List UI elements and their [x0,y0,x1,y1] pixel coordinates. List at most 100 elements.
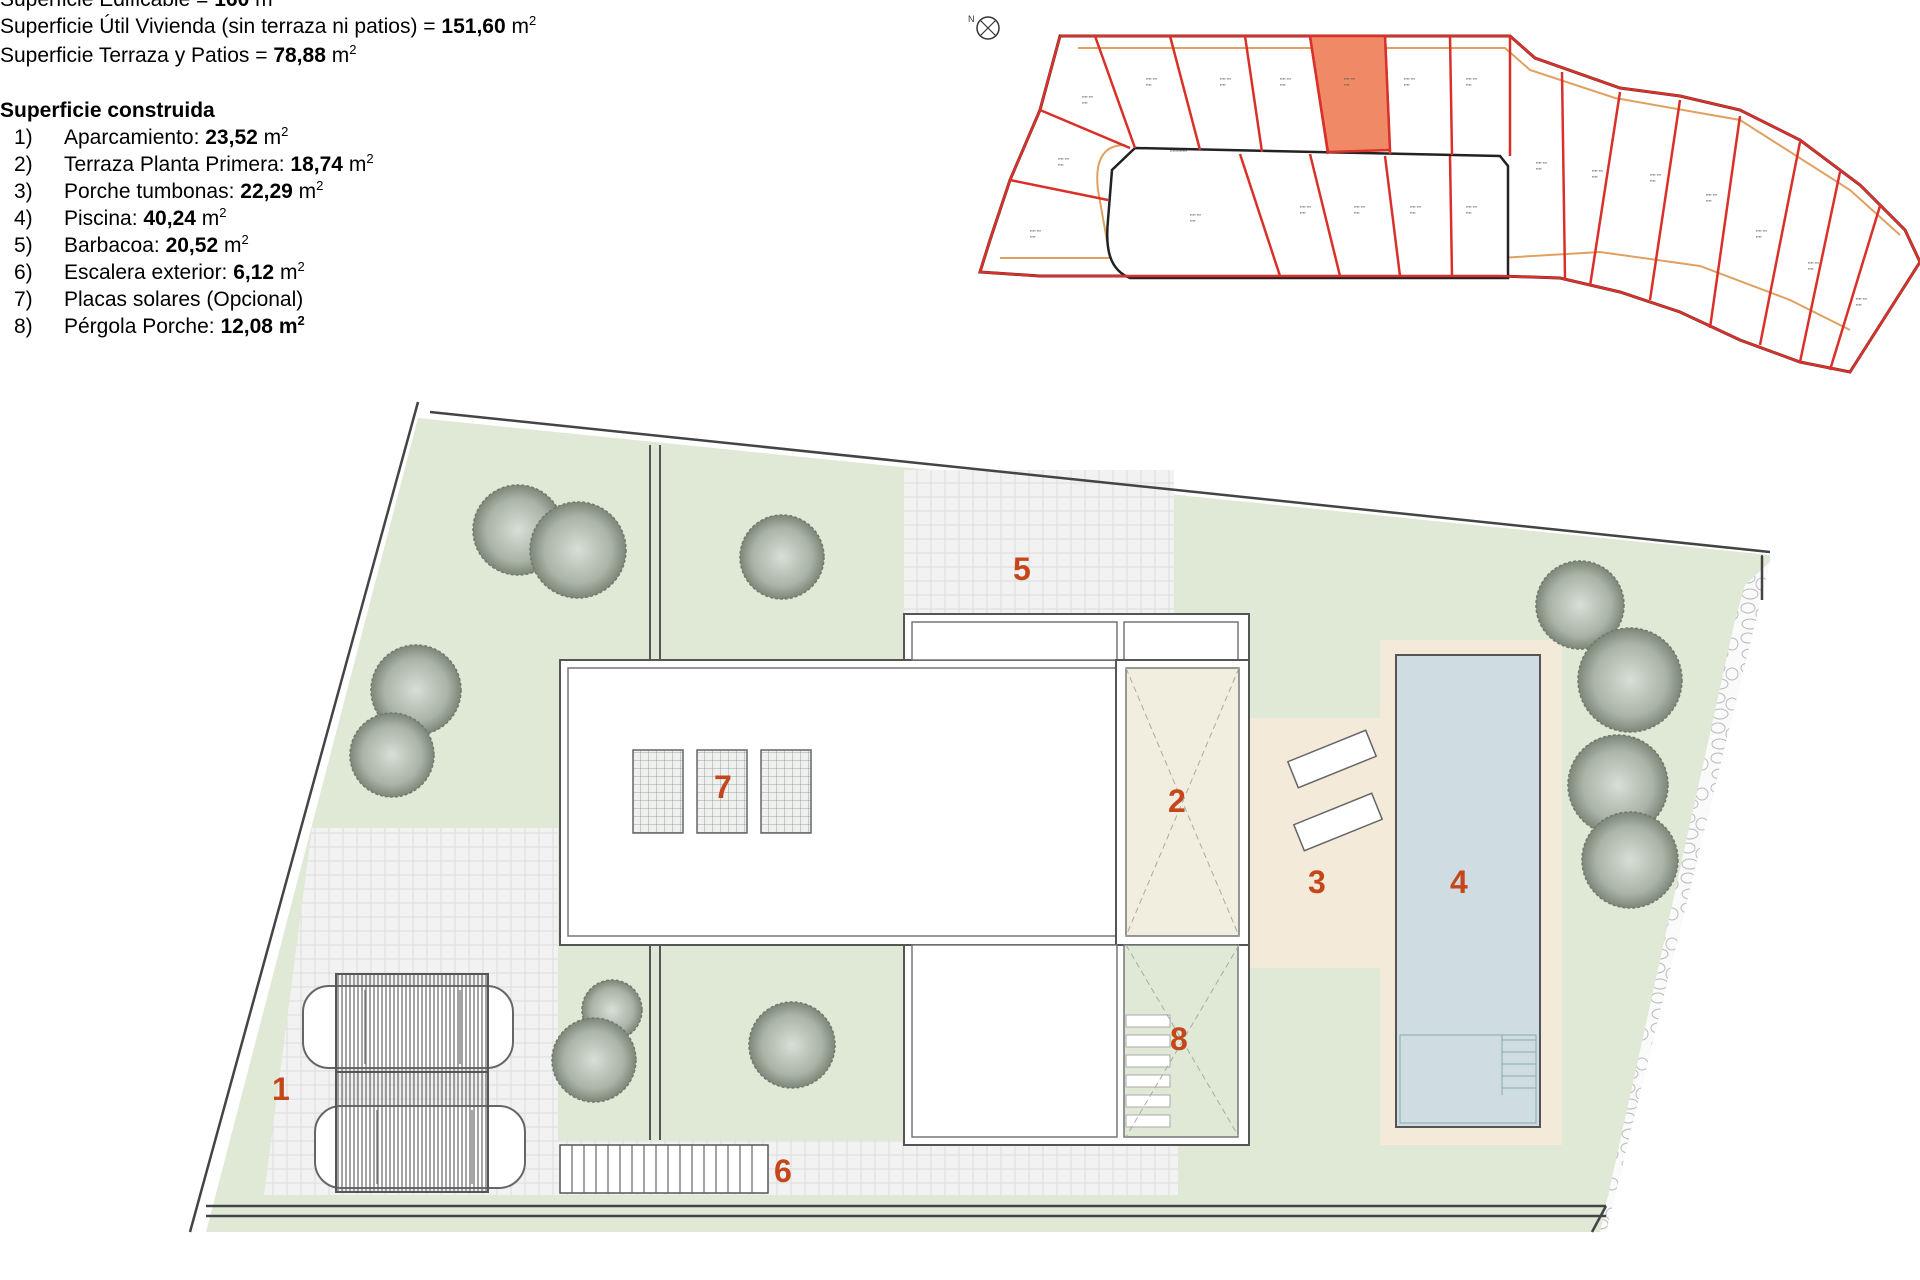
svg-text:▪▪▪▪: ▪▪▪▪ [1190,218,1196,223]
zone-tag-pool: 4 [1450,864,1468,900]
item-unit: m [342,153,367,176]
zone-tag-stair: 6 [774,1153,792,1189]
value: 160 [214,0,249,11]
swimming-pool [1395,654,1541,1128]
lot-labels: ▪▪▪▪ ▪▪▪▪▪▪▪ ▪▪▪▪ ▪▪▪▪▪▪▪ ▪▪▪▪ ▪▪▪▪▪▪▪ ▪… [1030,76,1868,307]
svg-text:▪▪▪▪: ▪▪▪▪ [1344,82,1350,87]
road-line [1078,47,1901,236]
item-num: 1) [14,126,33,149]
svg-text:▪▪▪▪ ▪▪▪: ▪▪▪▪ ▪▪▪ [1650,172,1662,177]
superficie-terraza: Superficie Terraza y Patios = 78,88 m2 [0,43,356,68]
svg-text:▪▪▪▪: ▪▪▪▪ [1300,210,1306,215]
construida-item: 1)Aparcamiento: 23,52 m2 [14,125,288,150]
svg-text:▪▪▪▪: ▪▪▪▪ [1650,178,1656,183]
svg-text:▪▪▪▪ ▪▪▪: ▪▪▪▪ ▪▪▪ [1466,204,1478,209]
item-value: 20,52 [165,234,219,257]
construida-item: 8)Pérgola Porche: 12,08 m2 [14,313,305,339]
tree-icon [1567,734,1669,836]
svg-text:▪▪▪▪: ▪▪▪▪ [1146,82,1152,87]
svg-text:▪▪▪▪ ▪▪▪: ▪▪▪▪ ▪▪▪ [1404,76,1416,81]
svg-text:▪▪▪▪ ▪▪▪: ▪▪▪▪ ▪▪▪ [1058,156,1070,161]
svg-text:▪▪▪▪ ▪▪▪: ▪▪▪▪ ▪▪▪ [1756,228,1768,233]
item-label: Piscina: [64,207,144,230]
label: Superficie Edificable = [0,0,214,11]
sup: 2 [297,313,305,328]
item-unit: m [274,261,298,284]
solar-panel [760,749,812,834]
north-arrow-icon: N [968,14,1000,40]
svg-text:▪▪▪▪ ▪▪▪: ▪▪▪▪ ▪▪▪ [1354,204,1366,209]
item-num: 4) [14,207,33,230]
sup: 2 [366,151,374,166]
superficie-util: Superficie Útil Vivienda (sin terraza ni… [0,14,536,39]
value: 78,88 [273,44,326,67]
svg-text:▪▪▪▪: ▪▪▪▪ [1354,210,1360,215]
svg-text:▪▪▪▪ ▪▪▪: ▪▪▪▪ ▪▪▪ [1410,204,1422,209]
exterior-stair [559,1144,769,1194]
item-label: Placas solares (Opcional) [64,288,304,311]
sun-lounger-icon [1286,729,1378,789]
highlighted-lot [1308,34,1392,154]
svg-text:▪▪▪▪ ▪▪▪: ▪▪▪▪ ▪▪▪ [1280,76,1292,81]
unit: m [325,44,350,67]
barbecue-paving [904,470,1174,620]
sup: 2 [219,205,227,220]
svg-text:▪▪▪▪ ▪▪▪: ▪▪▪▪ ▪▪▪ [1190,212,1202,217]
svg-text:▪▪▪▪: ▪▪▪▪ [1058,162,1064,167]
zone-tag-porch: 3 [1308,864,1326,900]
item-label: Porche tumbonas: [64,180,241,203]
item-num: 6) [14,261,33,284]
item-label: Pérgola Porche: [64,315,221,338]
svg-text:▪▪▪▪: ▪▪▪▪ [1404,82,1410,87]
item-unit: m [292,180,317,203]
sun-lounger-icon [1292,792,1384,852]
svg-text:▪▪▪▪ ▪▪▪: ▪▪▪▪ ▪▪▪ [1466,76,1478,81]
svg-text:▪▪▪▪: ▪▪▪▪ [1592,174,1598,179]
item-value: 40,24 [143,207,196,230]
item-value: 23,52 [205,126,258,149]
tree-icon [1535,560,1625,650]
construida-item: 6)Escalera exterior: 6,12 m2 [14,260,305,285]
svg-text:▪▪▪▪: ▪▪▪▪ [1856,302,1862,307]
floor-plan: 1 2 3 4 5 6 7 8 [188,401,1771,1233]
svg-text:▪▪▪▪: ▪▪▪▪ [1220,82,1226,87]
site-location-map: N [968,14,1920,374]
svg-text:▪▪▪▪: ▪▪▪▪ [1280,82,1286,87]
tree-icon [472,484,627,599]
inner-block [1106,146,1510,280]
item-num: 5) [14,234,33,257]
construida-item: 3)Porche tumbonas: 22,29 m2 [14,178,324,204]
tree-icon [1577,627,1683,733]
svg-text:▪▪▪▪ ▪▪▪: ▪▪▪▪ ▪▪▪ [1082,94,1094,99]
svg-text:▪▪▪▪: ▪▪▪▪ [1082,100,1088,105]
svg-text:▪▪▪▪ ▪▪▪: ▪▪▪▪ ▪▪▪ [1344,76,1356,81]
construida-item: 2)Terraza Planta Primera: 18,74 m2 [14,151,374,177]
solar-panel [696,749,748,834]
svg-text:N: N [968,14,975,24]
item-unit: m [257,126,282,149]
tree-icon [748,1001,836,1089]
svg-text:▪▪▪▪ ▪▪▪: ▪▪▪▪ ▪▪▪ [1808,260,1820,265]
construida-item: 4) Piscina: 40,24 m2 [14,205,227,231]
zone-tag-terrace: 2 [1168,783,1186,819]
svg-text:▪▪▪▪: ▪▪▪▪ [1536,166,1542,171]
label: Superficie Terraza y Patios = [0,44,274,67]
svg-text:▪▪▪▪: ▪▪▪▪ [1756,234,1762,239]
svg-text:▪▪▪▪: ▪▪▪▪ [1466,82,1472,87]
item-unit: m [218,234,242,257]
tree-icon [349,712,435,798]
item-unit: m [195,207,220,230]
sup: 2 [316,178,324,193]
item-num: 7) [14,288,33,311]
item-num: 3) [14,180,33,203]
zone-tag-solar: 7 [714,769,732,805]
tree-icon [1581,811,1679,909]
svg-text:▪▪▪▪ ▪▪▪: ▪▪▪▪ ▪▪▪ [1300,204,1312,209]
item-label: Escalera exterior: [64,261,234,284]
unit: m [505,15,529,38]
svg-text:▪▪▪▪ ▪▪▪: ▪▪▪▪ ▪▪▪ [1220,76,1232,81]
svg-text:▪▪▪▪: ▪▪▪▪ [1808,266,1814,271]
svg-text:▪▪▪▪: ▪▪▪▪ [1030,234,1036,239]
item-value: 6,12 [233,261,275,284]
